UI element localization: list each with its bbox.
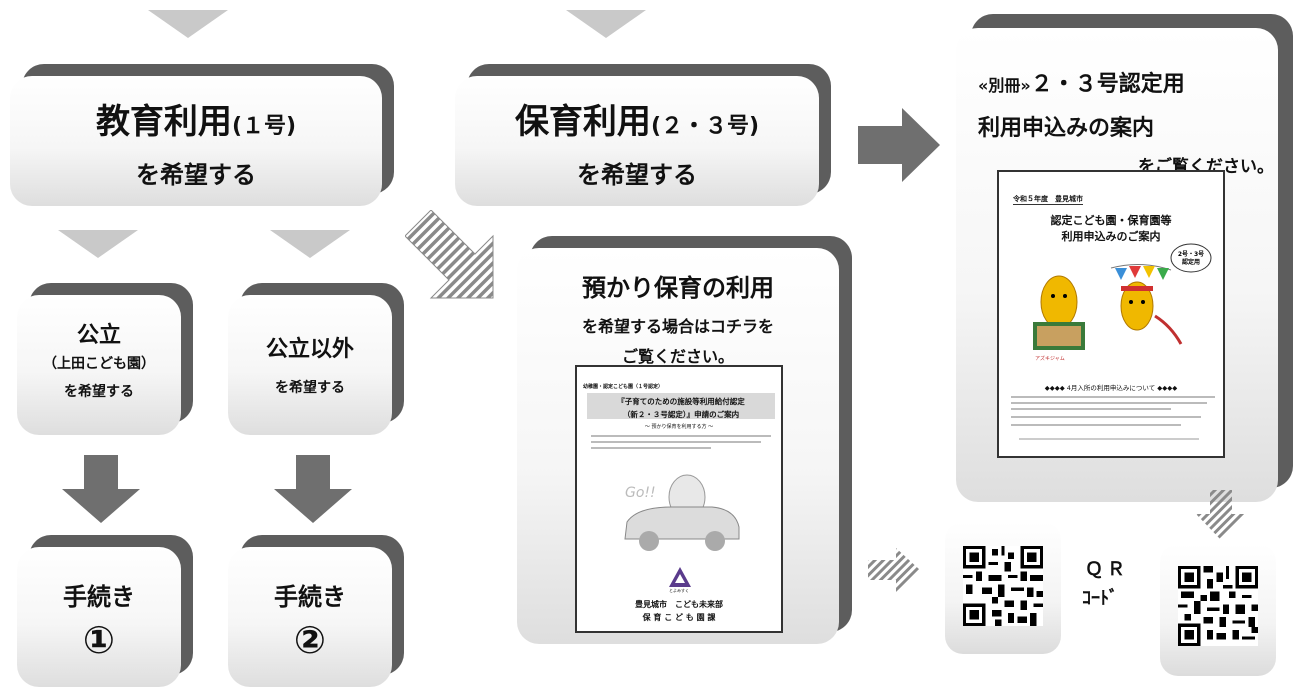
tetsuzuki1-card[interactable]: 手続き ① (17, 547, 181, 687)
azukari-line3: ご覧ください。 (621, 347, 734, 366)
koritsu-sub: を希望する (64, 384, 134, 400)
hoiku-card[interactable]: 保育利用(２・３号) を希望する (455, 76, 819, 206)
down-arrow-icon (62, 455, 140, 523)
car-mascot-illustration: Go!! (624, 474, 740, 551)
doc-top-label: 幼稚園・認定こども園（１号認定） (583, 384, 664, 390)
doc-footer-2: 保 育 こ ど も 園 課 (642, 613, 716, 622)
hoiku-title: 保育利用 (514, 102, 651, 142)
koritsu-igai-card[interactable]: 公立以外 を希望する (228, 295, 392, 435)
striped-arrow-icon (1196, 490, 1246, 540)
bessatsu-prefix: «別冊» (978, 76, 1031, 95)
bessatsu-line1: ２・３号認定用 (1030, 72, 1185, 97)
doc-logo-text: とよみすく (669, 588, 689, 593)
down-triangle-icon (270, 230, 350, 258)
hoiku-sub: を希望する (577, 161, 697, 189)
striped-arrow-icon (868, 548, 920, 592)
doc-title-2: （新２・３号認定）』申請のご案内 (622, 410, 740, 419)
tetsuzuki2-num: ② (293, 618, 327, 662)
qr-code-icon[interactable] (963, 546, 1043, 626)
koritsu-igai-sub: を希望する (275, 380, 345, 396)
qr-label-2: ｺｰﾄﾞ (1082, 588, 1118, 609)
logo-icon (669, 567, 691, 587)
doc-title-1: 『子育てのための施設等利用給付認定 (617, 397, 745, 406)
hoiku-code: (２・３号) (650, 114, 760, 139)
doc-subtitle: ～ 預かり保育を利用する方 ～ (644, 424, 714, 430)
svg-text:アズキジャム: アズキジャム (1035, 355, 1065, 362)
koritsu-card[interactable]: 公立 （上田こども園） を希望する (17, 295, 181, 435)
kyoiku-code: (１号) (231, 114, 297, 139)
down-triangle-icon (148, 10, 228, 38)
azukari-line2: を希望する場合はコチラを (581, 317, 774, 336)
down-triangle-icon (58, 230, 138, 258)
koritsu-title: 公立 (76, 323, 121, 348)
svg-text:2号・3号: 2号・3号 (1178, 250, 1204, 258)
tetsuzuki1-label: 手続き (63, 583, 135, 611)
azukari-title: 預かり保育の利用 (582, 274, 774, 302)
azukari-document[interactable]: 幼稚園・認定こども園（１号認定） 『子育てのための施設等利用給付認定 （新２・３… (575, 365, 783, 633)
down-arrow-icon (274, 455, 352, 523)
mascot-illustration: アズキジャム (1033, 264, 1183, 362)
qr-code-icon[interactable] (1178, 566, 1258, 646)
kyoiku-title: 教育利用 (95, 102, 232, 142)
tetsuzuki1-num: ① (82, 618, 116, 662)
doc-footer-1: 豊見城市 こども未来部 (635, 600, 723, 609)
koritsu-igai-title: 公立以外 (265, 337, 354, 362)
tetsuzuki2-label: 手続き (274, 583, 346, 611)
qr-label-1: ＱＲ (1085, 559, 1129, 580)
tetsuzuki2-card[interactable]: 手続き ② (228, 547, 392, 687)
right-arrow-icon (858, 108, 940, 182)
doc2-notice: ◆◆◆◆ 4月入所の利用申込みについて ◆◆◆◆ (1044, 384, 1178, 392)
kyoiku-card[interactable]: 教育利用(１号) を希望する (10, 76, 382, 206)
bessatsu-document[interactable]: 令和５年度 豊見城市 認定こども園・保育園等 利用申込みのご案内 2号・3号 認… (997, 170, 1225, 458)
striped-arrow-icon (405, 210, 494, 299)
down-triangle-icon (566, 10, 646, 38)
speech-bubble-icon: 2号・3号 認定用 (1170, 243, 1212, 273)
kyoiku-sub: を希望する (136, 161, 256, 189)
doc2-title-1: 認定こども園・保育園等 (1050, 214, 1172, 227)
svg-text:認定用: 認定用 (1182, 258, 1200, 266)
svg-text:Go!!: Go!! (625, 485, 656, 501)
bessatsu-line2: 利用申込みの案内 (978, 116, 1155, 141)
doc2-header: 令和５年度 豊見城市 (1013, 195, 1083, 205)
koritsu-paren: （上田こども園） (43, 356, 155, 372)
doc2-title-2: 利用申込みのご案内 (1061, 230, 1161, 243)
